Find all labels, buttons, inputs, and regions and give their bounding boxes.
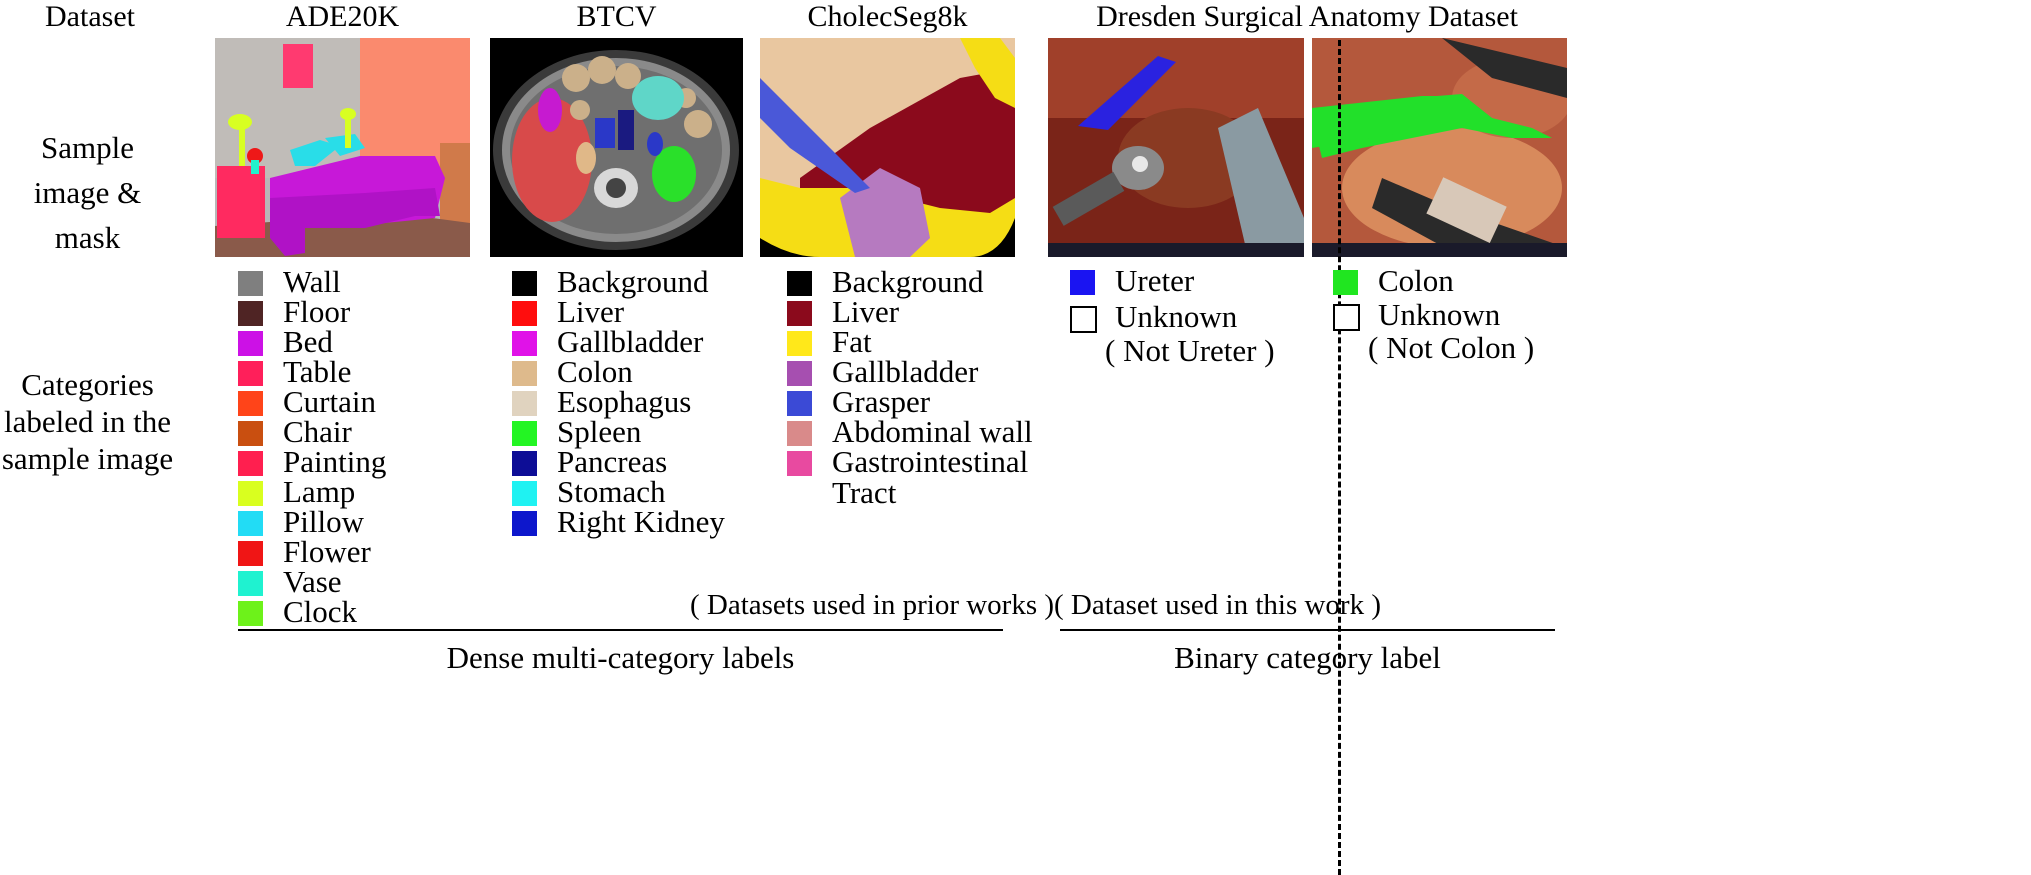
btcv-sample-image — [490, 38, 743, 257]
legend-label: Wall — [283, 264, 341, 299]
legend-label: Fat — [832, 324, 872, 359]
legend-label: Colon — [557, 354, 633, 389]
legend-swatch — [787, 301, 812, 326]
legend-label: Curtain — [283, 384, 376, 419]
legend-label: Gallbladder — [557, 324, 704, 359]
legend-swatch — [1333, 270, 1358, 295]
legend-swatch — [238, 511, 263, 536]
legend-swatch — [238, 601, 263, 626]
legend-label: Right Kidney — [557, 504, 725, 539]
legend-swatch — [238, 421, 263, 446]
ureter-legend-list: Ureter Unknown ( Not Ureter ) — [1070, 262, 1300, 374]
legend-label: Lamp — [283, 474, 356, 509]
legend-swatch — [238, 271, 263, 296]
ade20k-legend: Wall Floor Bed Table Curtain Chair Paint… — [238, 263, 458, 629]
row-label-categories-line-3: sample image — [1, 441, 174, 476]
legend-label: Abdominal wall — [832, 414, 1033, 449]
legend-swatch — [787, 421, 812, 446]
header-cholecseg8k: CholecSeg8k — [807, 0, 968, 33]
legend-swatch — [787, 331, 812, 356]
legend-label: Floor — [283, 294, 351, 329]
legend-label: Unknown — [1378, 297, 1501, 332]
footer-dense-labels: Dense multi-category labels — [446, 640, 795, 675]
legend-swatch — [238, 361, 263, 386]
row-label-sample-line-1: Sample — [41, 130, 134, 165]
legend-label: Esophagus — [557, 384, 692, 419]
legend-swatch — [238, 571, 263, 596]
legend-label: Background — [832, 264, 984, 299]
colon-legend-list: Colon Unknown ( Not Colon ) — [1333, 262, 1563, 374]
legend-swatch — [787, 391, 812, 416]
legend-label: ( Not Colon ) — [1368, 330, 1535, 365]
legend-label: Liver — [557, 294, 625, 329]
footer-binary-label: Binary category label — [1174, 640, 1441, 675]
header-ade20k: ADE20K — [285, 0, 400, 33]
legend-swatch — [238, 391, 263, 416]
legend-label: Gastrointestinal — [832, 444, 1029, 479]
cholecseg8k-sample-image — [760, 38, 1015, 257]
legend-label: Chair — [283, 414, 352, 449]
header-dataset: Dataset — [45, 0, 135, 33]
legend-swatch-empty — [1070, 306, 1097, 333]
legend-label: ( Not Ureter ) — [1105, 333, 1275, 368]
legend-swatch — [787, 361, 812, 386]
legend-swatch — [512, 271, 537, 296]
legend-label: Grasper — [832, 384, 931, 419]
legend-label: Gallbladder — [832, 354, 979, 389]
legend-label: Pancreas — [557, 444, 668, 479]
dresden-ureter-sample-image — [1048, 38, 1304, 257]
legend-swatch — [238, 451, 263, 476]
legend-label: Ureter — [1115, 263, 1195, 298]
legend-swatch — [787, 271, 812, 296]
legend-label: Stomach — [557, 474, 666, 509]
row-label-categories: Categories labeled in the sample image — [0, 366, 175, 477]
ade20k-sample-image — [215, 38, 470, 257]
header-dresden: Dresden Surgical Anatomy Dataset — [1096, 0, 1518, 33]
rule-dense — [238, 629, 1003, 631]
btcv-legend: Background Liver Gallbladder Colon Esoph… — [512, 263, 752, 543]
header-btcv: BTCV — [576, 0, 657, 33]
legend-label: Painting — [283, 444, 387, 479]
row-label-categories-line-1: Categories — [21, 367, 154, 402]
row-label-sample: Sample image & mask — [0, 125, 175, 260]
legend-swatch — [238, 331, 263, 356]
row-label-categories-line-2: labeled in the — [4, 404, 171, 439]
legend-label: Table — [283, 354, 352, 389]
note-prior-works: ( Datasets used in prior works ) — [690, 589, 1055, 621]
legend-label: Background — [557, 264, 709, 299]
legend-swatch — [512, 301, 537, 326]
legend-swatch — [238, 481, 263, 506]
legend-swatch — [238, 541, 263, 566]
legend-label: Flower — [283, 534, 371, 569]
rule-binary — [1060, 629, 1555, 631]
legend-swatch — [1070, 270, 1095, 295]
legend-label: Vase — [283, 564, 342, 599]
legend-swatch — [512, 421, 537, 446]
note-this-work: ( Dataset used in this work ) — [1054, 589, 1381, 621]
legend-swatch-empty — [1333, 304, 1360, 331]
legend-label: Tract — [832, 475, 897, 510]
legend-label: Pillow — [283, 504, 364, 539]
row-label-sample-line-2: image & mask — [33, 175, 142, 255]
cholecseg8k-legend: Background Liver Fat Gallbladder Grasper… — [787, 263, 1033, 513]
legend-label: Bed — [283, 324, 333, 359]
legend-label: Spleen — [557, 414, 642, 449]
dashed-separator — [1338, 40, 1341, 875]
dresden-colon-sample-image — [1312, 38, 1567, 257]
legend-swatch — [512, 451, 537, 476]
legend-swatch — [512, 481, 537, 506]
legend-swatch — [787, 451, 812, 476]
legend-swatch — [238, 301, 263, 326]
legend-label: Unknown — [1115, 299, 1238, 334]
legend-label: Clock — [283, 594, 358, 629]
legend-swatch — [512, 331, 537, 356]
legend-swatch — [512, 511, 537, 536]
legend-swatch — [512, 361, 537, 386]
legend-swatch — [512, 391, 537, 416]
legend-label: Liver — [832, 294, 900, 329]
legend-label: Colon — [1378, 263, 1454, 298]
